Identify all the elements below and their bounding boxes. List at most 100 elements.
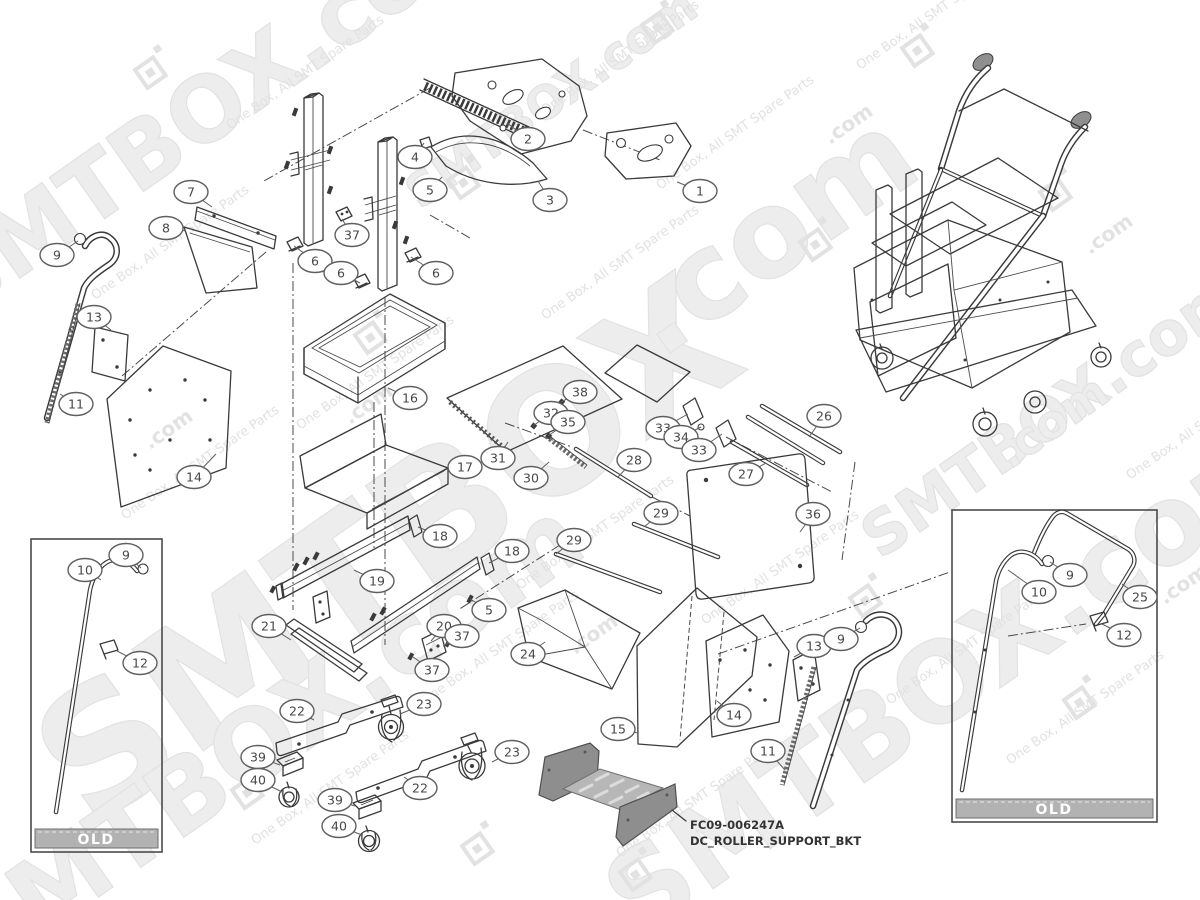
svg-text:25: 25 (1132, 589, 1148, 604)
part-23-caster-2 (458, 732, 486, 781)
callout-39: 39 (240, 744, 276, 770)
part-label-group: FC09-006247A DC_ROLLER_SUPPORT_BKT (671, 809, 861, 849)
svg-text:37: 37 (454, 628, 470, 643)
part-37-bracket-top (335, 206, 353, 222)
svg-text:19: 19 (369, 573, 385, 588)
svg-text:39: 39 (250, 749, 266, 764)
part-19-rail (269, 515, 411, 624)
svg-text:31: 31 (490, 450, 506, 465)
old-label-left: OLD (78, 832, 115, 848)
part-label-code: FC09-006247A (690, 818, 784, 832)
part-9-handle-right (809, 611, 903, 810)
watermark-qr-motif (847, 571, 884, 619)
callout-31: 31 (480, 445, 516, 471)
callout-9: 9 (39, 242, 75, 268)
callout-5: 5 (412, 177, 448, 203)
callout-37: 37 (444, 623, 480, 649)
rail-fasteners (283, 107, 433, 245)
svg-text:14: 14 (726, 707, 742, 722)
callout-1: 1 (682, 178, 718, 204)
callout-18: 18 (422, 523, 458, 549)
svg-text:23: 23 (416, 696, 432, 711)
svg-text:9: 9 (837, 631, 845, 646)
callout-4: 4 (397, 144, 433, 170)
part-vertical-rail-1 (303, 92, 324, 247)
svg-text:15: 15 (610, 721, 626, 736)
svg-text:2: 2 (524, 131, 532, 146)
svg-text:37: 37 (424, 662, 440, 677)
watermark-tagline: One Box, All SMT Spare Parts (854, 0, 1018, 73)
svg-text:6: 6 (311, 253, 319, 268)
svg-text:36: 36 (805, 506, 821, 521)
callout-2: 2 (510, 126, 546, 152)
svg-text:33: 33 (691, 442, 707, 457)
callout-14: 14 (176, 464, 212, 490)
part-23-caster-1 (377, 694, 405, 743)
svg-text:12: 12 (1116, 627, 1132, 642)
callout-7: 7 (173, 179, 209, 205)
svg-text:27: 27 (738, 466, 754, 481)
svg-text:13: 13 (86, 309, 102, 324)
svg-text:8: 8 (162, 220, 170, 235)
svg-text:29: 29 (653, 505, 669, 520)
svg-text:22: 22 (412, 780, 428, 795)
svg-text:7: 7 (187, 184, 195, 199)
svg-text:4: 4 (411, 149, 419, 164)
assembled-cart (853, 53, 1112, 437)
callout-16: 16 (392, 385, 428, 411)
svg-text:21: 21 (261, 618, 277, 633)
svg-text:16: 16 (402, 390, 418, 405)
callout-29: 29 (643, 500, 679, 526)
callout-13: 13 (76, 304, 112, 330)
watermark-qr-motif (899, 21, 936, 69)
svg-text:5: 5 (426, 182, 434, 197)
callout-18: 18 (494, 538, 530, 564)
callout-6: 6 (323, 260, 359, 286)
callout-11: 11 (750, 738, 786, 764)
old-label-right: OLD (1036, 802, 1073, 818)
svg-text:1: 1 (696, 183, 704, 198)
callout-35: 35 (550, 409, 586, 435)
callout-11: 11 (58, 391, 94, 417)
watermark-tagline: One Box, All SMT Spare Parts (119, 402, 283, 523)
watermark-qr-motif (617, 845, 654, 893)
callout-10: 10 (67, 557, 103, 583)
svg-text:23: 23 (504, 744, 520, 759)
callout-5: 5 (471, 597, 507, 623)
callout-21: 21 (251, 613, 287, 639)
part-18-plates (408, 514, 495, 576)
callout-36: 36 (795, 501, 831, 527)
svg-text:30: 30 (523, 470, 539, 485)
part-8-plate (183, 226, 258, 294)
callout-6: 6 (418, 260, 454, 286)
callout-12: 12 (1106, 622, 1142, 648)
part-13-plate-left (91, 326, 129, 382)
callout-12: 12 (122, 650, 158, 676)
svg-text:14: 14 (186, 469, 202, 484)
svg-text:9: 9 (1066, 567, 1074, 582)
part-40-wheels (278, 781, 381, 853)
watermark-qr-motif (132, 43, 169, 91)
callout-37: 37 (414, 657, 450, 683)
watermark-qr-motif (639, 0, 676, 46)
callout-38: 38 (562, 379, 598, 405)
svg-text:34: 34 (673, 429, 689, 444)
svg-text:9: 9 (53, 247, 61, 262)
svg-text:39: 39 (327, 792, 343, 807)
part-31-roller-array (446, 345, 623, 453)
callout-10: 10 (1021, 579, 1057, 605)
callout-28: 28 (616, 447, 652, 473)
svg-text:24: 24 (520, 646, 536, 661)
callout-15: 15 (600, 716, 636, 742)
callout-23: 23 (494, 739, 530, 765)
svg-text:40: 40 (331, 818, 347, 833)
part-6-angle-brackets (286, 236, 422, 289)
callout-17: 17 (447, 454, 483, 480)
callout-29: 29 (556, 527, 592, 553)
callout-40: 40 (321, 813, 357, 839)
svg-text:10: 10 (77, 562, 93, 577)
callout-22: 22 (279, 698, 315, 724)
callout-39: 39 (317, 787, 353, 813)
callout-9: 9 (1052, 562, 1088, 588)
